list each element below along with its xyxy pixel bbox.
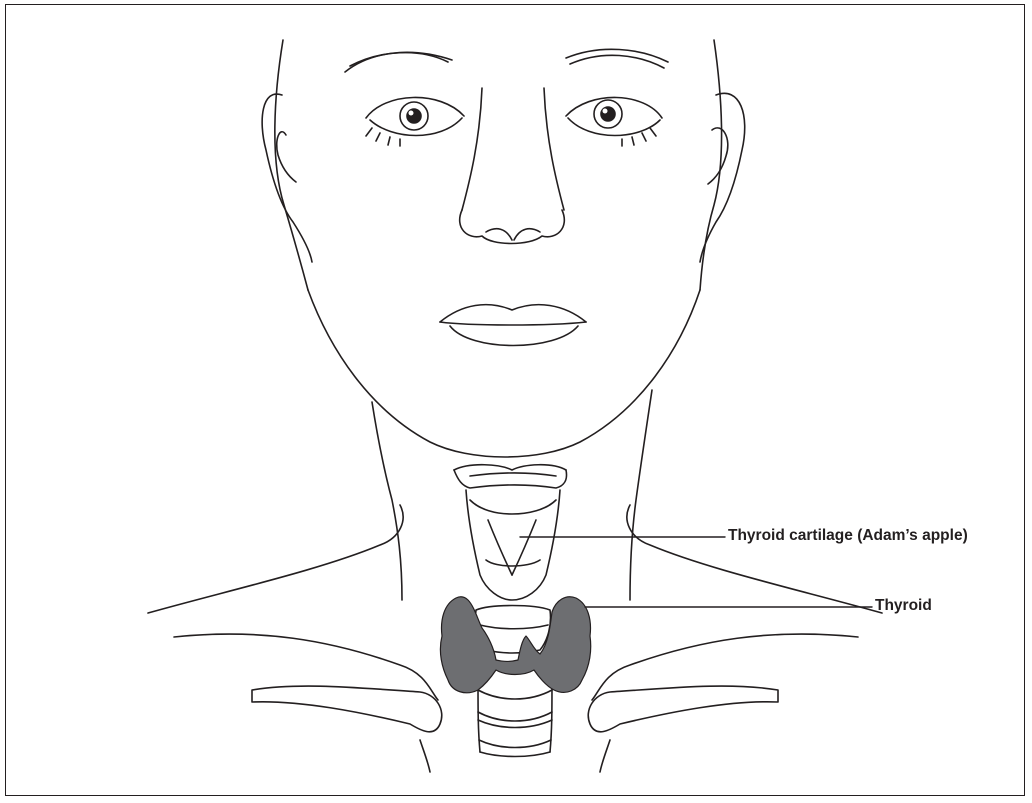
mouth (440, 305, 586, 346)
jaw-line (308, 290, 700, 457)
thyroid-cartilage (466, 490, 560, 600)
head-outline (275, 40, 722, 290)
hyoid-bone (454, 465, 567, 488)
eyebrows (345, 49, 668, 72)
nose (460, 88, 565, 244)
thyroid-cartilage-label: Thyroid cartilage (Adam’s apple) (728, 527, 968, 545)
neck (372, 390, 652, 600)
thyroid-gland (440, 597, 590, 693)
right-eye (566, 97, 662, 146)
trachea (478, 680, 552, 757)
left-eye (366, 97, 464, 146)
left-ear (262, 94, 312, 262)
thyroid-label: Thyroid (875, 597, 932, 615)
